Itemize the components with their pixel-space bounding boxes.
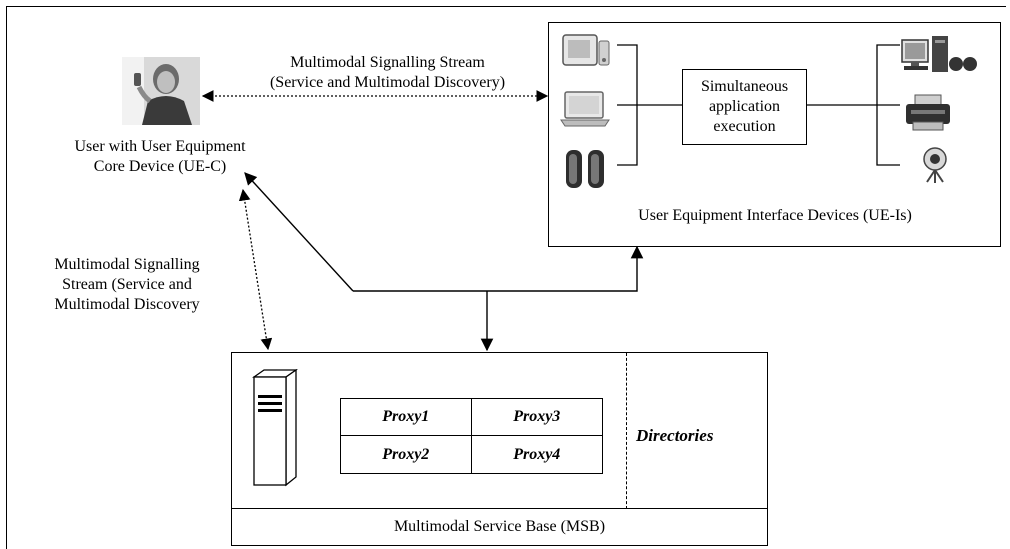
laptop-icon: [559, 89, 611, 134]
left-stream-label: Multimodal Signalling Stream (Service an…: [22, 255, 232, 315]
ueis-panel: [548, 22, 1001, 247]
webcam-icon: [918, 146, 952, 191]
left-stream-line1: Multimodal Signalling: [54, 256, 200, 273]
directories-label: Directories: [636, 426, 714, 445]
left-stream-line2: Stream (Service and: [62, 276, 192, 293]
desktop-computer-icon: [900, 34, 978, 85]
uec-label-line1: User with User Equipment: [74, 138, 246, 155]
bus-to-uec-arrow: [244, 172, 354, 292]
simultaneous-execution-box: Simultaneous application execution: [682, 69, 807, 145]
bus-horizontal: [353, 245, 644, 292]
person-with-phone-icon: [122, 57, 200, 130]
proxy-grid: Proxy1 Proxy3 Proxy2 Proxy4: [340, 398, 603, 474]
top-stream-label: Multimodal Signalling Stream (Service an…: [245, 53, 530, 93]
msb-panel: Proxy1 Proxy3 Proxy2 Proxy4 Directories …: [231, 352, 768, 546]
diagram-frame: [6, 6, 1006, 549]
left-signalling-arrow: [238, 188, 273, 351]
proxy-cell: Proxy1: [341, 399, 472, 436]
uec-label-line2: Core Device (UE-C): [93, 158, 227, 175]
proxy-cell: Proxy3: [471, 399, 602, 436]
top-stream-line1: Multimodal Signalling Stream: [290, 54, 485, 71]
simultaneous-line2: application: [708, 98, 781, 115]
top-stream-line2: (Service and Multimodal Discovery): [269, 74, 506, 91]
printer-icon: [903, 92, 955, 139]
proxy-cell: Proxy2: [341, 436, 472, 473]
proxy-cell: Proxy4: [513, 445, 561, 463]
msb-footer-label: Multimodal Service Base (MSB): [232, 508, 767, 545]
simultaneous-line3: execution: [713, 118, 776, 135]
uec-label: User with User Equipment Core Device (UE…: [50, 137, 270, 177]
ueis-label: User Equipment Interface Devices (UE-Is): [638, 207, 912, 224]
server-tower-icon: [251, 368, 299, 492]
directories-divider: [626, 353, 627, 509]
tablet-device-icon: [561, 31, 613, 74]
simultaneous-line1: Simultaneous: [700, 78, 789, 95]
left-stream-line3: Multimodal Discovery: [54, 296, 200, 313]
speakers-icon: [563, 146, 609, 197]
